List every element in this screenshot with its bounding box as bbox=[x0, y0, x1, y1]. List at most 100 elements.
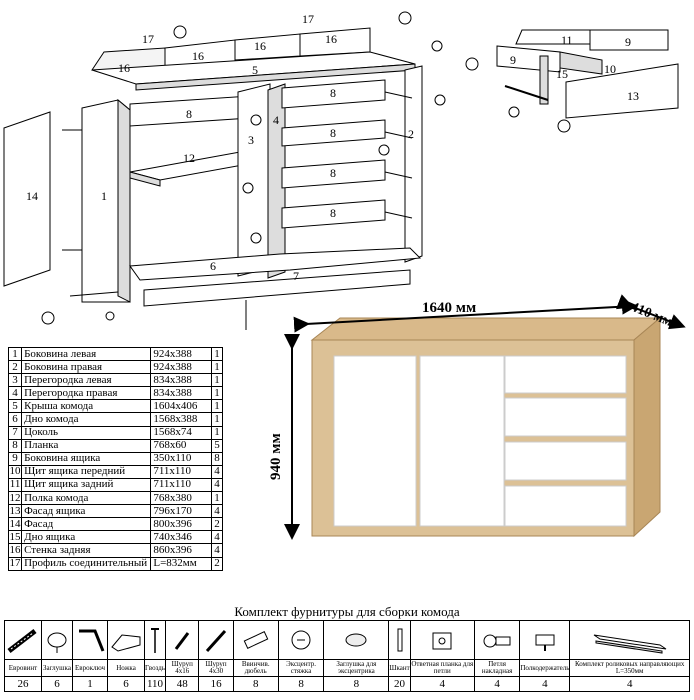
hardware-qty: 48 bbox=[164, 676, 200, 692]
part-number: 9 bbox=[7, 451, 23, 466]
part-qty: 4 bbox=[210, 504, 224, 519]
part-number: 2 bbox=[7, 360, 23, 375]
hardware-qty: 6 bbox=[41, 676, 73, 692]
hardware-qty: 4 bbox=[519, 676, 571, 692]
hardware-name: Шуруп 4x30 bbox=[198, 659, 234, 677]
dowel-icon bbox=[232, 620, 279, 660]
part-size: 834x388 bbox=[150, 373, 212, 388]
part-qty: 1 bbox=[210, 360, 224, 375]
callout-8c: 8 bbox=[330, 126, 336, 140]
callout-8a: 8 bbox=[186, 107, 192, 121]
hardware-qty: 8 bbox=[323, 676, 390, 692]
part-size: 834x388 bbox=[150, 386, 212, 401]
part-name: Полка комода bbox=[21, 491, 152, 506]
hardware-name: Евровинт bbox=[4, 659, 42, 677]
part-size: 350x110 bbox=[150, 451, 212, 466]
nail-icon bbox=[144, 620, 166, 660]
hardware-qty: 1 bbox=[72, 676, 108, 692]
callout-16d: 16 bbox=[325, 32, 337, 46]
hex-key-icon bbox=[72, 620, 108, 660]
part-number: 5 bbox=[7, 399, 23, 414]
part-number: 6 bbox=[7, 412, 23, 427]
callout-1: 1 bbox=[101, 189, 107, 203]
part-qty: 1 bbox=[210, 399, 224, 414]
callout-16c: 16 bbox=[254, 39, 266, 53]
part-qty: 4 bbox=[210, 530, 224, 545]
callout-14: 14 bbox=[26, 189, 38, 203]
part-size: 1568x74 bbox=[150, 425, 212, 440]
part-number: 4 bbox=[7, 386, 23, 401]
hardware-name: Шуруп 4x16 bbox=[164, 659, 200, 677]
part-name: Боковина левая bbox=[21, 346, 152, 362]
hardware-qty: 20 bbox=[388, 676, 411, 692]
part-qty: 2 bbox=[210, 517, 224, 532]
part-size: L=832мм bbox=[150, 556, 212, 571]
callout-15: 15 bbox=[556, 67, 568, 81]
part-name: Боковина ящика bbox=[21, 451, 152, 466]
part-qty: 1 bbox=[210, 346, 224, 362]
hardware-qty: 110 bbox=[144, 676, 166, 692]
shelf-support-icon bbox=[519, 620, 571, 660]
part-number: 17 bbox=[7, 556, 23, 571]
callout-7: 7 bbox=[293, 269, 299, 283]
cap-icon bbox=[41, 620, 73, 660]
hardware-name: Гвоздь bbox=[144, 659, 166, 677]
callout-13: 13 bbox=[627, 89, 639, 103]
callout-11: 11 bbox=[561, 33, 573, 47]
callout-16b: 16 bbox=[192, 49, 204, 63]
part-name: Фасад bbox=[21, 517, 152, 532]
part-size: 796x170 bbox=[150, 504, 212, 519]
callout-8b: 8 bbox=[330, 86, 336, 100]
part-size: 924x388 bbox=[150, 346, 212, 362]
callout-17b: 17 bbox=[302, 12, 314, 26]
part-number: 11 bbox=[7, 477, 23, 493]
hardware-name: Петля накладная bbox=[473, 659, 521, 677]
cam-cap-icon bbox=[323, 620, 390, 660]
part-qty: 1 bbox=[210, 491, 224, 506]
part-qty: 1 bbox=[210, 425, 224, 440]
hardware-name: Шкант bbox=[388, 659, 411, 677]
callout-16a: 16 bbox=[118, 61, 130, 75]
callout-4: 4 bbox=[273, 113, 279, 127]
hardware-name: Ввинчив. дюбель bbox=[232, 659, 279, 677]
part-name: Дно ящика bbox=[21, 530, 152, 545]
hardware-qty: 16 bbox=[198, 676, 234, 692]
hardware-name: Заглушка для эксцентрика bbox=[323, 659, 390, 677]
part-name: Дно комода bbox=[21, 412, 152, 427]
part-size: 800x396 bbox=[150, 517, 212, 532]
part-number: 15 bbox=[7, 530, 23, 545]
callout-5: 5 bbox=[252, 63, 258, 77]
hardware-qty: 6 bbox=[107, 676, 145, 692]
hardware-name: Ответная планка для петли bbox=[409, 659, 475, 677]
hardware-title: Комплект фурнитуры для сборки комода bbox=[234, 604, 460, 619]
part-name: Щит ящика задний bbox=[21, 477, 152, 493]
part-name: Профиль соединительный bbox=[21, 556, 152, 571]
foot-icon bbox=[107, 620, 145, 660]
part-name: Боковина правая bbox=[21, 360, 152, 375]
part-name: Цоколь bbox=[21, 425, 152, 440]
part-name: Фасад ящика bbox=[21, 504, 152, 519]
callout-3: 3 bbox=[248, 133, 254, 147]
width-dimension: 1640 мм bbox=[422, 300, 476, 316]
hardware-name: Комплект роликовых направляющих L=350мм bbox=[569, 659, 690, 677]
part-size: 860x396 bbox=[150, 543, 212, 558]
part-size: 924x388 bbox=[150, 360, 212, 375]
hardware-qty: 8 bbox=[232, 676, 279, 692]
part-name: Перегородка левая bbox=[21, 373, 152, 388]
screw-icon bbox=[198, 620, 234, 660]
part-number: 12 bbox=[7, 491, 23, 506]
height-dimension: 940 мм bbox=[268, 433, 284, 480]
chest-product-view: 1640 мм 410 мм 940 мм bbox=[268, 294, 686, 540]
part-qty: 1 bbox=[210, 386, 224, 401]
